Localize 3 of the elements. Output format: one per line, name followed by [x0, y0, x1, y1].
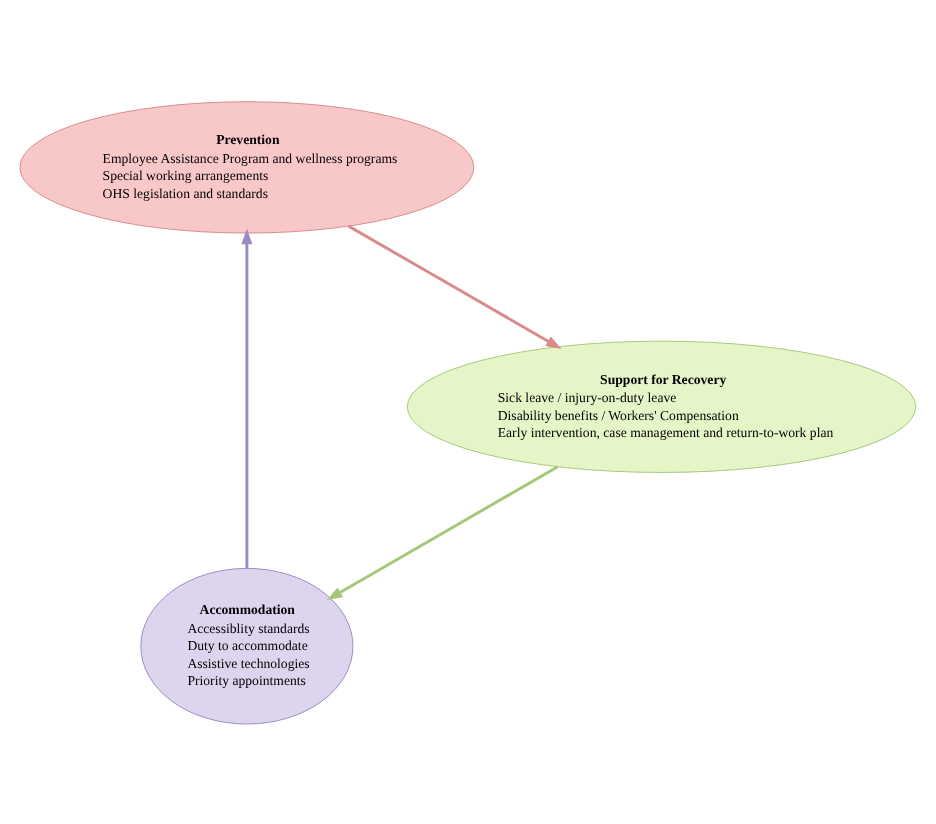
- arrow: [241, 227, 253, 568]
- arrow: [347, 223, 562, 349]
- arrow: [326, 464, 559, 600]
